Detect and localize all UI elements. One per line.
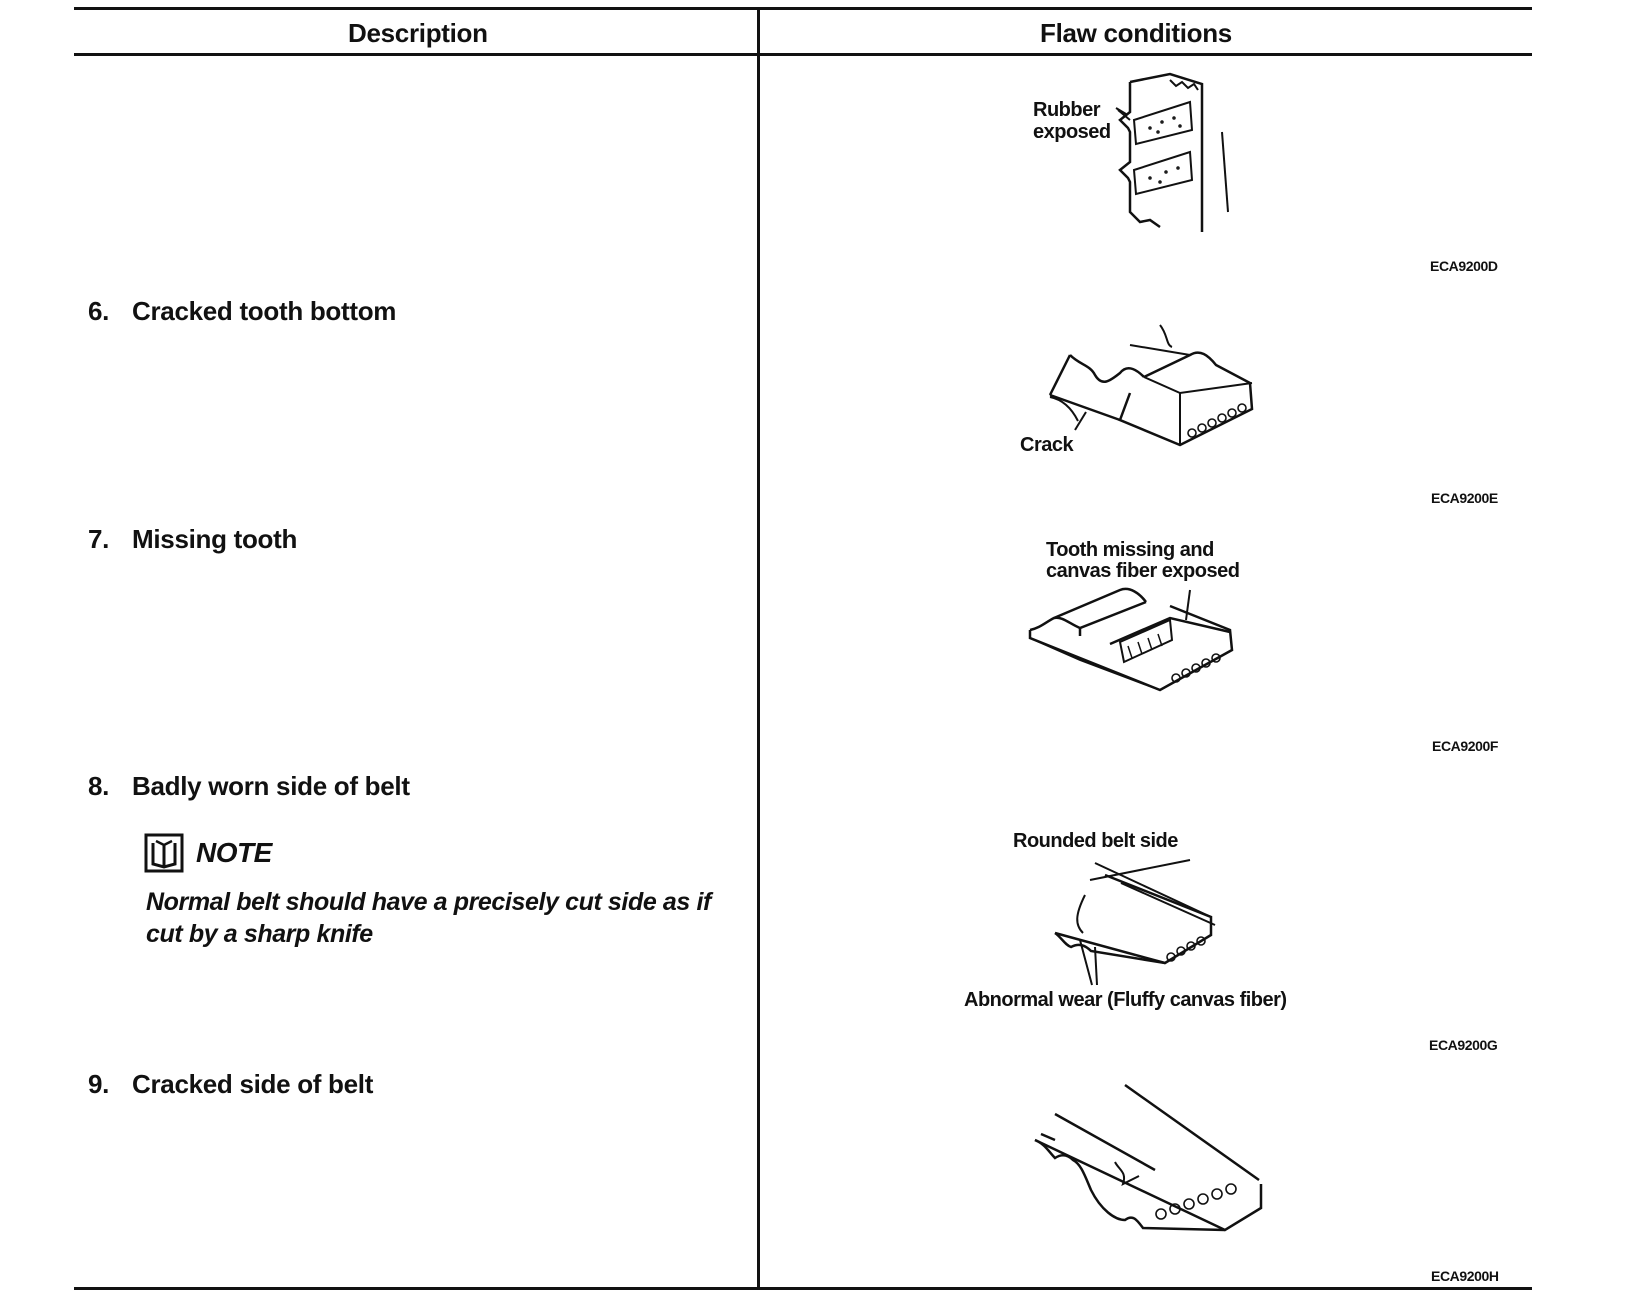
- belt-cracked-tooth-illustration: [1048, 324, 1254, 447]
- note-line-1: Normal belt should have a precisely cut …: [146, 888, 711, 916]
- label-crack: Crack: [1020, 434, 1074, 456]
- item-text: Missing tooth: [132, 524, 298, 554]
- header-bottom-rule: [74, 53, 1532, 56]
- belt-worn-side-illustration: [1054, 862, 1216, 986]
- belt-rubber-exposed-illustration: [1115, 72, 1229, 232]
- figure-code-e: ECA9200E: [1431, 490, 1498, 506]
- figure-code-d: ECA9200D: [1430, 258, 1498, 274]
- item-number: 6.: [88, 296, 110, 326]
- label-abnormal-wear: Abnormal wear (Fluffy canvas fiber): [964, 989, 1287, 1011]
- table-bottom-rule: [74, 1287, 1532, 1290]
- item-text: Cracked side of belt: [132, 1069, 374, 1099]
- item-number: 8.: [88, 771, 110, 801]
- note-book-icon: [144, 833, 184, 878]
- item-7: 7. Missing tooth: [88, 524, 297, 555]
- item-number: 9.: [88, 1069, 110, 1099]
- item-text: Badly worn side of belt: [132, 771, 410, 801]
- item-number: 7.: [88, 524, 110, 554]
- item-8: 8. Badly worn side of belt: [88, 771, 410, 802]
- item-6: 6. Cracked tooth bottom: [88, 296, 396, 327]
- label-rubber: Rubber: [1033, 99, 1101, 121]
- header-flaw-conditions: Flaw conditions: [1040, 18, 1232, 48]
- label-exposed: exposed: [1033, 121, 1111, 143]
- note-line-2: cut by a sharp knife: [146, 920, 373, 948]
- figure-code-g: ECA9200G: [1429, 1037, 1498, 1053]
- label-tooth-missing-1: Tooth missing and: [1046, 539, 1214, 561]
- belt-missing-tooth-illustration: [1028, 587, 1234, 692]
- item-text: Cracked tooth bottom: [132, 296, 397, 326]
- column-divider: [757, 7, 760, 1290]
- table-top-rule: [74, 7, 1532, 10]
- figure-code-h: ECA9200H: [1431, 1268, 1499, 1284]
- belt-cracked-side-illustration: [1034, 1083, 1263, 1232]
- label-rounded-belt-side: Rounded belt side: [1013, 830, 1178, 852]
- header-description: Description: [348, 18, 488, 48]
- note-title: NOTE: [196, 837, 272, 868]
- figure-code-f: ECA9200F: [1432, 738, 1499, 754]
- label-tooth-missing-2: canvas fiber exposed: [1046, 560, 1240, 582]
- item-9: 9. Cracked side of belt: [88, 1069, 373, 1100]
